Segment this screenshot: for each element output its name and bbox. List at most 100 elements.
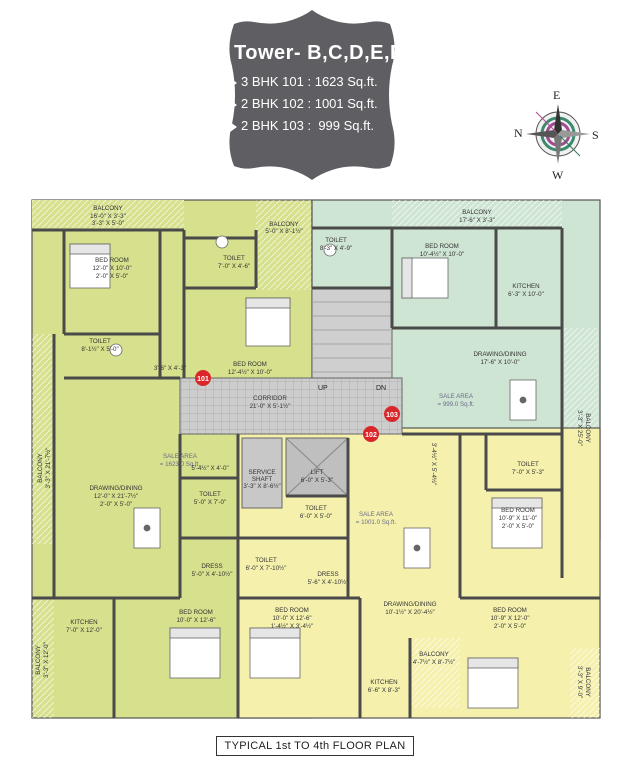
- room-dim: 10'-4½" X 10'-0": [420, 251, 464, 258]
- room-dim: = 1001.0 Sq.ft.: [356, 519, 397, 526]
- room-name: TOILET: [89, 338, 111, 345]
- room-dim: 16'-0" X 3'-3": [90, 213, 126, 220]
- room-name: BALCONY: [269, 221, 299, 228]
- room-dim: 7'-0" X 12'-0": [66, 627, 102, 634]
- room-dim: 2'-0" X 5'-0": [96, 273, 128, 280]
- compass-west-label: W: [552, 168, 564, 182]
- compass-north-label: N: [514, 126, 523, 140]
- room-dim: 6'-0" X 7'-10½": [246, 565, 287, 572]
- triangle-bullet-icon: [230, 121, 237, 132]
- room-dim: 5'-6" X 4'-10½": [308, 579, 349, 586]
- room-name: TOILET: [325, 237, 347, 244]
- floor-plan: UP DN BALCONY 16'-0" X 3'-3" 3'-3" X 5'-…: [31, 199, 601, 719]
- room-dim: 12'-0" X 10'-0": [92, 265, 131, 272]
- room-dim: 2'-0" X 5'-0": [494, 623, 526, 630]
- unit-line-103: 2 BHK 103 : 999 Sq.ft.: [230, 118, 374, 133]
- stair-up-label: UP: [318, 385, 328, 392]
- unit-type: 2 BHK 102: [241, 96, 304, 111]
- room-dim: SHAFT: [252, 476, 273, 483]
- compass-south-label: S: [592, 128, 599, 142]
- room-dim: 12'-0" X 21'-7½": [94, 493, 138, 500]
- room-name: BALCONY: [37, 453, 44, 483]
- room-name: SALE AREA: [359, 511, 394, 518]
- room-name: BALCONY: [35, 645, 42, 675]
- room-dim: 7'-0" X 4'-6": [218, 263, 250, 270]
- compass-east-label: E: [553, 88, 561, 102]
- room-name: DRAWING/DINING: [383, 601, 436, 608]
- room-name: BALCONY: [462, 209, 492, 216]
- room-dim: 10'-0" X 12'-6": [176, 617, 215, 624]
- room-name: TOILET: [517, 461, 539, 468]
- unit-marker-101: [195, 370, 211, 386]
- unit-markers: 101 102 103: [195, 370, 400, 442]
- room-name: KITCHEN: [370, 679, 397, 686]
- room-name: KITCHEN: [512, 283, 539, 290]
- unit-line-101: 3 BHK 101 : 1623 Sq.ft.: [230, 74, 378, 89]
- room-dim: 6'-0" X 5'-0": [300, 513, 332, 520]
- room-name: DRAWING/DINING: [89, 485, 142, 492]
- room-name: BED ROOM: [275, 607, 309, 614]
- room-name: BALCONY: [93, 205, 123, 212]
- room-dim: 4'-7½" X 8'-7½": [413, 659, 456, 666]
- room-name: BED ROOM: [501, 507, 535, 514]
- room-name: BALCONY: [584, 667, 591, 697]
- room-name: CORRIDOR: [253, 395, 287, 402]
- room-dim: 5'-0" X 4'-10½": [192, 571, 233, 578]
- room-name: TOILET: [199, 491, 221, 498]
- room-name: BALCONY: [584, 413, 591, 443]
- room-dim: 8'-3" X 4'-9": [320, 245, 352, 252]
- tower-title: Tower- B,C,D,E,F: [234, 42, 403, 64]
- room-name: BED ROOM: [493, 607, 527, 614]
- triangle-bullet-icon: [230, 99, 237, 110]
- room-dim: 10'-0" X 12'-6": [272, 615, 311, 622]
- floor-plan-caption: TYPICAL 1st TO 4th FLOOR PLAN: [216, 736, 414, 756]
- unit-marker-102-label: 102: [365, 432, 377, 439]
- room-dim: 2'-0" X 5'-0": [502, 523, 534, 530]
- room-dim: 1'-4½" X 3'-4½": [271, 623, 314, 630]
- room-dim: 21'-0" X 5'-1½": [250, 403, 291, 410]
- room-name: DRAWING/DINING: [473, 351, 526, 358]
- compass: E N S W: [512, 88, 602, 184]
- room-dim: 10'-9" X 12'-0": [490, 615, 529, 622]
- room-name: SALE AREA: [163, 453, 198, 460]
- room-dim: 12'-4½" X 10'-0": [228, 369, 272, 376]
- room-dim: = 999.0 Sq.ft.: [438, 401, 475, 408]
- room-name: BED ROOM: [233, 361, 267, 368]
- room-dim: 3'-3" X 9'-0": [576, 666, 583, 698]
- unit-marker-103: [384, 406, 400, 422]
- room-name: DRESS: [317, 571, 338, 578]
- room-name: DRESS: [201, 563, 222, 570]
- unit-marker-103-label: 103: [386, 412, 398, 419]
- unit-line-102: 2 BHK 102 : 1001 Sq.ft.: [230, 96, 378, 111]
- room-name: SERVICE: [248, 469, 275, 476]
- room-dim: 8'-1½" X 5'-0": [81, 346, 118, 353]
- unit-type: 2 BHK 103: [241, 118, 304, 133]
- room-name: BED ROOM: [425, 243, 459, 250]
- room-dim: 2'-0" X 5'-0": [100, 501, 132, 508]
- triangle-bullet-icon: [230, 77, 237, 88]
- room-name: BED ROOM: [179, 609, 213, 616]
- unit-type: 3 BHK 101: [241, 74, 304, 89]
- room-dim: 3'-3" X 25'-0": [576, 410, 583, 446]
- room-dim: 3'-6" X 4'-3": [154, 365, 186, 372]
- room-dim: 5'-0" X 7'-0": [194, 499, 226, 506]
- title-badge: [229, 10, 395, 180]
- furniture: [69, 235, 543, 709]
- room-dim: 17'-6" X 10'-0": [480, 359, 519, 366]
- unit-marker-101-label: 101: [197, 376, 209, 383]
- vertical-room-labels: BALCONY 3'-3" X 21'-7½" BALCONY 3'-3" X …: [35, 410, 591, 698]
- compass-rose-icon: [526, 104, 590, 164]
- walls: [32, 226, 600, 718]
- room-dim: 7'-0" X 5'-3": [512, 469, 544, 476]
- room-dim: 5'-0" X 8'-1½": [265, 228, 302, 235]
- room-labels: BALCONY 16'-0" X 3'-3" 3'-3" X 5'-0" BAL…: [66, 205, 544, 694]
- room-name: TOILET: [223, 255, 245, 262]
- room-dim: 3'-3" X 5'-0": [92, 220, 124, 227]
- room-dim: 10'-9" X 11'-0": [499, 515, 538, 522]
- room-dim: 17'-6" X 3'-3": [459, 217, 495, 224]
- room-name: BALCONY: [419, 651, 449, 658]
- room-name: LIFT: [311, 469, 324, 476]
- room-dim: 6'-0" X 5'-3": [301, 477, 333, 484]
- room-dim: 10'-1½" X 20'-4½": [385, 609, 434, 616]
- room-dim: 6'-3" X 10'-0": [508, 291, 544, 298]
